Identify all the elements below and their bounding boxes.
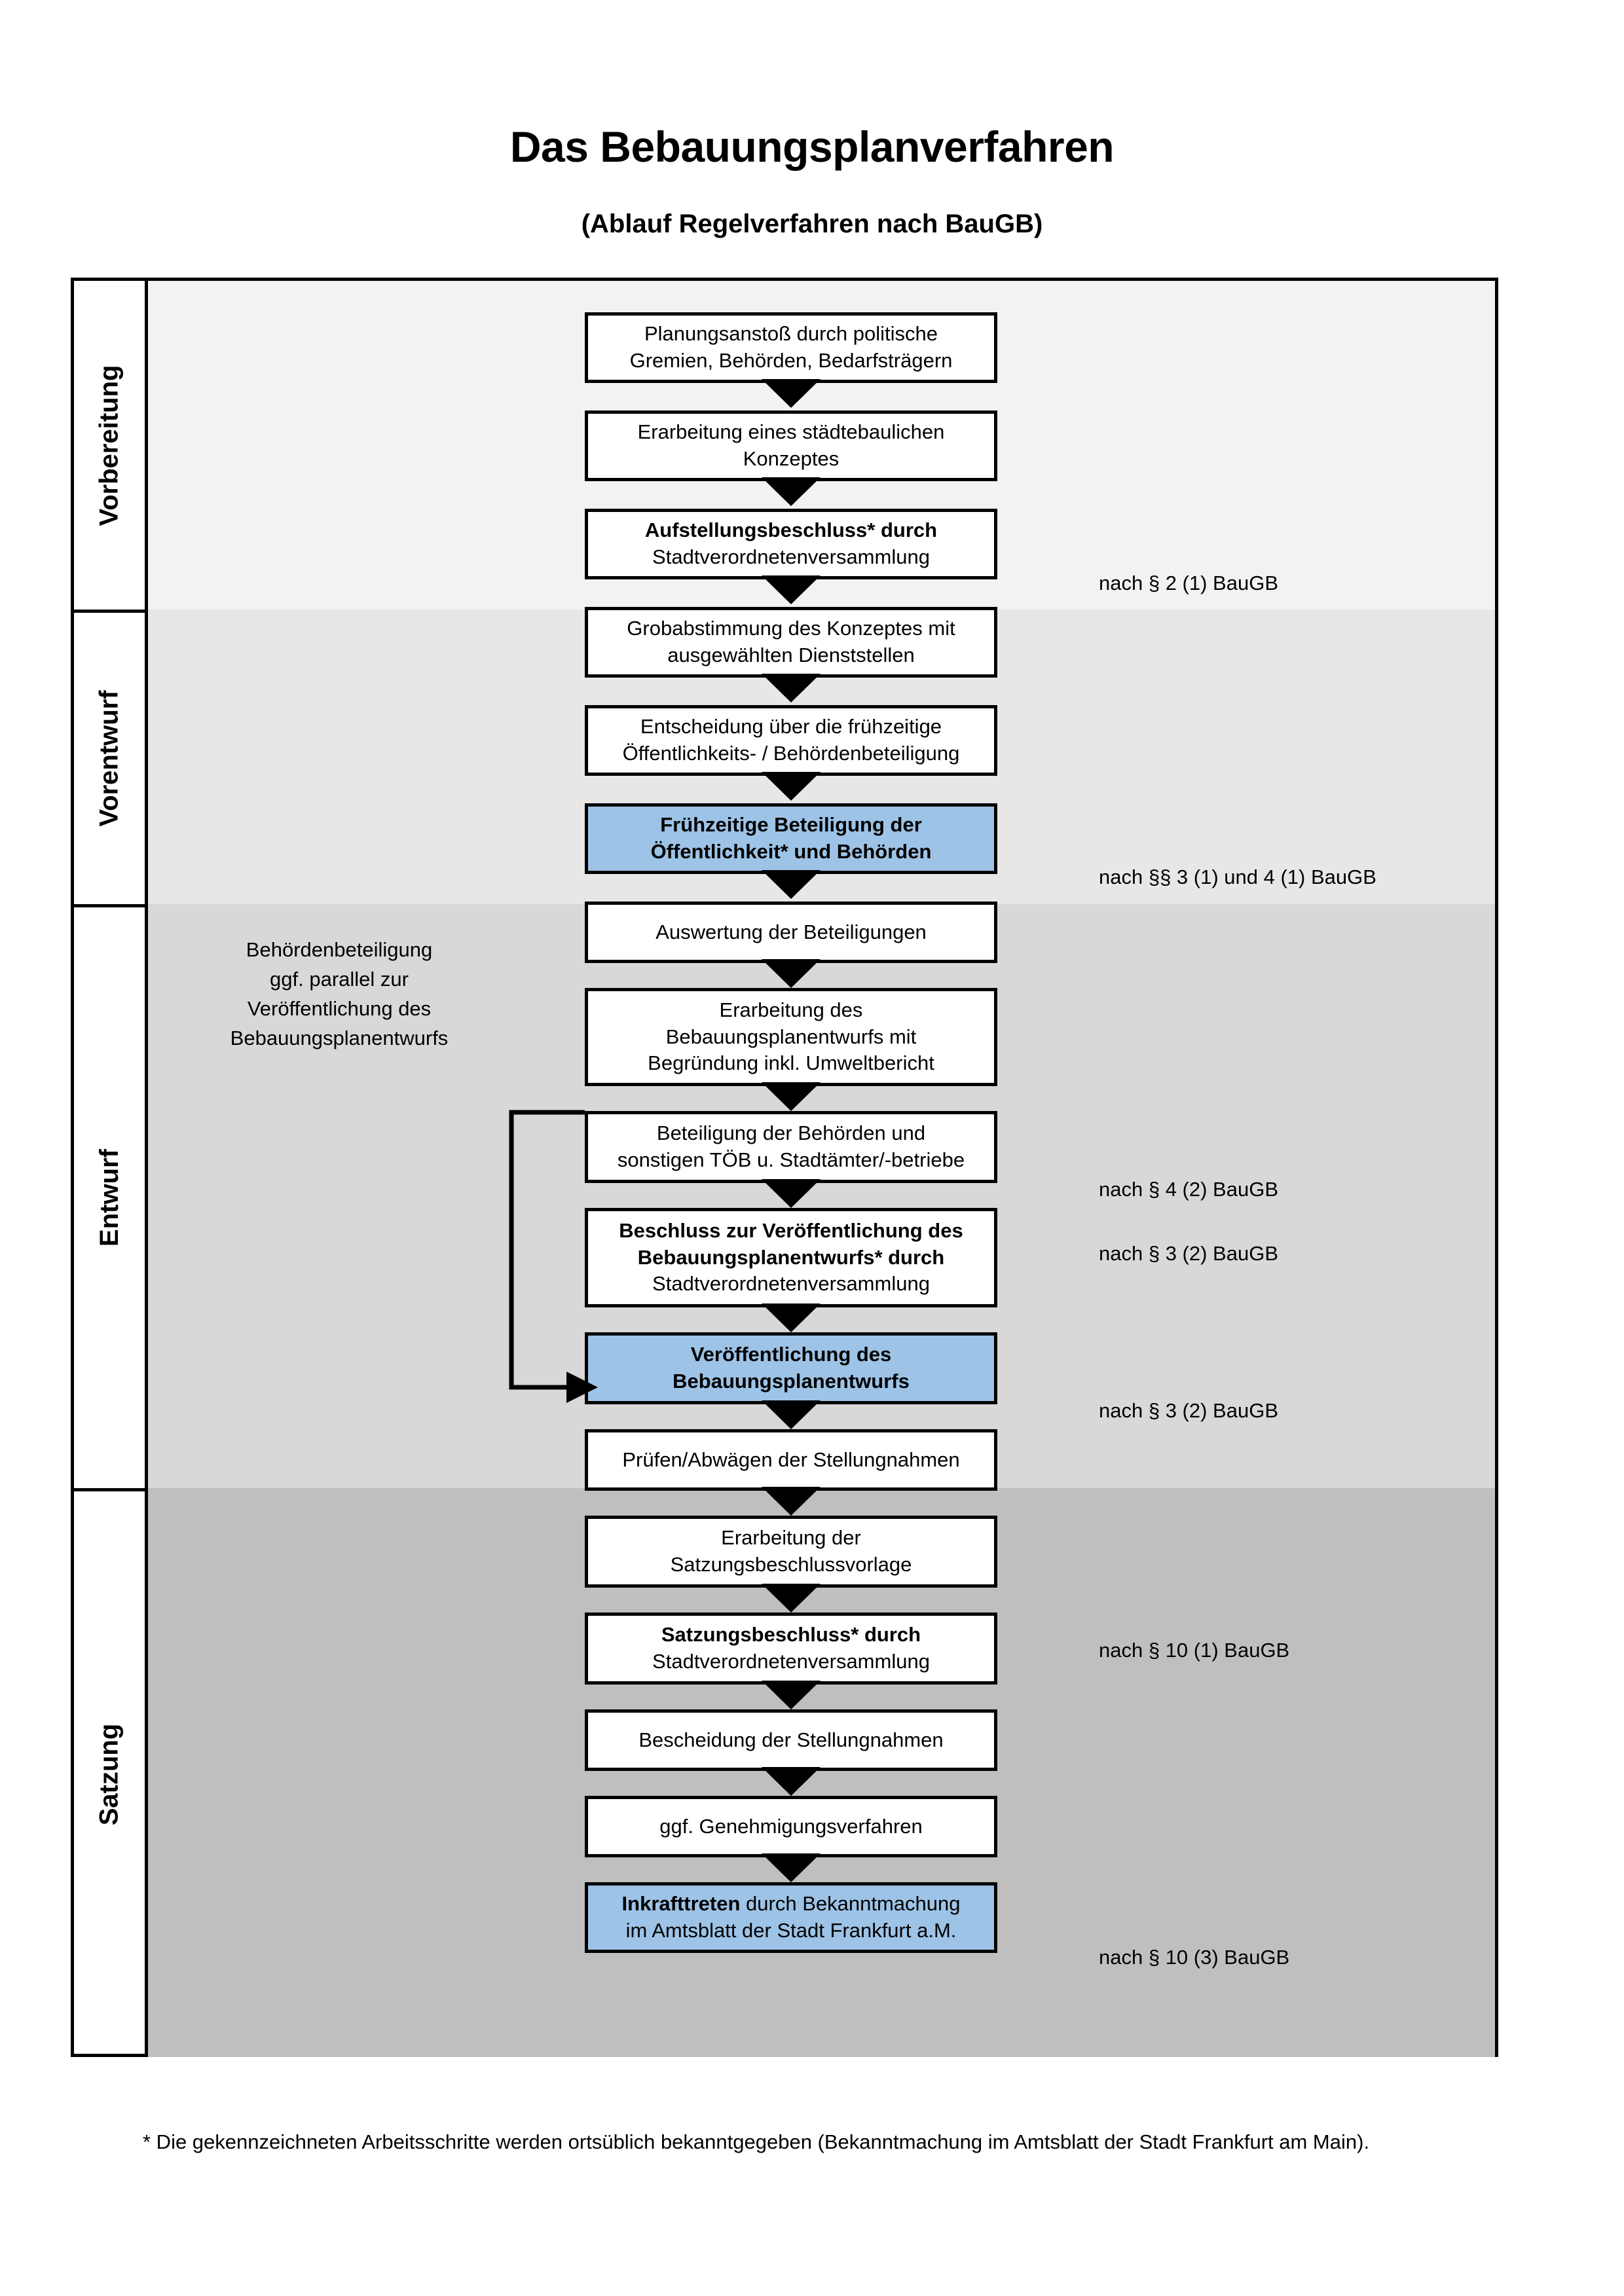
- arrow-connector: [762, 477, 821, 506]
- arrow-connector: [762, 1303, 821, 1332]
- sidenote-behoerdenbeteiligung: Behördenbeteiligung ggf. parallel zur Ve…: [230, 938, 449, 1049]
- arrow-connector: [762, 1584, 821, 1613]
- ref-behoerdenbeteiligung: nach § 4 (2) BauGB: [1099, 1178, 1278, 1201]
- phase-label-text: Vorentwurf: [94, 690, 124, 827]
- step-text: Auswertung der Beteiligungen: [655, 920, 927, 943]
- step-auswertung[interactable]: Auswertung der Beteiligungen: [585, 902, 997, 963]
- arrow-connector: [762, 1767, 821, 1796]
- arrow-connector: [762, 379, 821, 408]
- page-title: Das Bebauungsplanverfahren: [509, 122, 1115, 171]
- phase-label-vorbereitung: Vorbereitung: [74, 281, 145, 610]
- ref-aufstellungsbeschluss: nach § 2 (1) BauGB: [1099, 572, 1278, 594]
- phase-label-text: Vorbereitung: [94, 365, 124, 526]
- arrow-connector: [762, 870, 821, 899]
- footnote: * Die gekennzeichneten Arbeitsschritte w…: [143, 2130, 1370, 2153]
- page-subtitle: (Ablauf Regelverfahren nach BauGB): [581, 210, 1043, 238]
- phase-label-column: Vorbereitung Vorentwurf Entwurf Satzung: [74, 281, 148, 2054]
- step-text: Prüfen/Abwägen der Stellungnahmen: [622, 1448, 960, 1471]
- step-pruefen-abwaegen[interactable]: Prüfen/Abwägen der Stellungnahmen: [585, 1429, 997, 1491]
- step-genehmigungsverfahren[interactable]: ggf. Genehmigungsverfahren: [585, 1796, 997, 1857]
- phase-label-text: Satzung: [94, 1723, 124, 1825]
- step-text: Bescheidung der Stellungnahmen: [638, 1728, 944, 1751]
- ref-inkrafttreten: nach § 10 (3) BauGB: [1099, 1946, 1290, 1969]
- arrow-connector: [762, 1082, 821, 1111]
- flowchart-frame: Vorbereitung Vorentwurf Entwurf Satzung …: [71, 278, 1498, 2057]
- step-text: ggf. Genehmigungsverfahren: [659, 1814, 923, 1838]
- bracket-connector-line: [509, 1110, 585, 1390]
- ref-satzungsbeschluss: nach § 10 (1) BauGB: [1099, 1639, 1290, 1662]
- arrow-connector: [762, 1179, 821, 1208]
- arrow-connector: [762, 1400, 821, 1429]
- arrow-connector: [762, 772, 821, 801]
- arrow-connector: [762, 959, 821, 988]
- ref-fruehzeitige: nach §§ 3 (1) und 4 (1) BauGB: [1099, 866, 1376, 888]
- ref-beschluss: nach § 3 (2) BauGB: [1099, 1242, 1278, 1265]
- arrow-connector: [762, 1487, 821, 1516]
- arrow-connector: [762, 674, 821, 702]
- arrow-connector: [762, 1681, 821, 1709]
- bracket-arrowhead-icon: [566, 1372, 598, 1403]
- ref-veroeffentlichung: nach § 3 (2) BauGB: [1099, 1399, 1278, 1422]
- phase-label-entwurf: Entwurf: [74, 904, 145, 1488]
- arrow-connector: [762, 575, 821, 604]
- arrow-connector: [762, 1853, 821, 1882]
- phase-label-satzung: Satzung: [74, 1488, 145, 2057]
- phase-label-vorentwurf: Vorentwurf: [74, 610, 145, 904]
- phase-label-text: Entwurf: [94, 1149, 124, 1247]
- bracket-connector-svg: [509, 1110, 598, 1403]
